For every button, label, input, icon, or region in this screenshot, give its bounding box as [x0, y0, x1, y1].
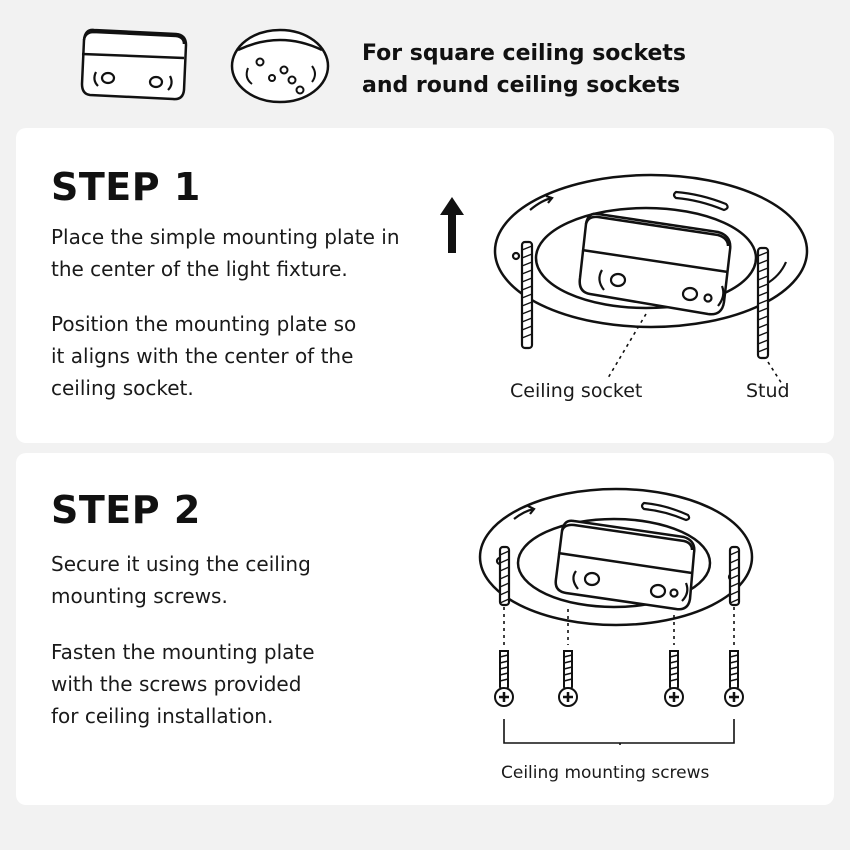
step-1-card: STEP 1 Place the simple mounting plate i…	[16, 128, 834, 443]
step-1-mounting-diagram	[493, 173, 809, 385]
step-2-screw-diagram	[478, 487, 754, 745]
step-1-instruction-1: Place the simple mounting plate in the c…	[51, 225, 400, 281]
header-line-2: and round ceiling sockets	[362, 73, 681, 98]
step-2-instruction-1: Secure it using the ceiling mounting scr…	[51, 552, 311, 608]
step-1-instruction-2: Position the mounting plate so it aligns…	[51, 312, 357, 400]
round-ceiling-socket-icon	[230, 28, 330, 104]
step-2-title: STEP 2	[51, 488, 201, 532]
square-ceiling-socket-icon	[80, 28, 188, 101]
ceiling-socket-label: Ceiling socket	[510, 380, 643, 402]
ceiling-mounting-screws-label: Ceiling mounting screws	[501, 763, 710, 783]
step-2-card: STEP 2 Secure it using the ceiling mount…	[16, 453, 834, 805]
header: For square ceiling sockets and round cei…	[0, 0, 850, 120]
header-line-1: For square ceiling sockets	[362, 41, 687, 66]
step-2-instruction-2: Fasten the mounting plate with the screw…	[51, 640, 315, 728]
up-arrow-icon	[440, 197, 464, 253]
stud-label: Stud	[746, 380, 790, 402]
screw-icons	[494, 650, 744, 707]
step-1-title: STEP 1	[51, 165, 201, 209]
header-caption: For square ceiling sockets and round cei…	[362, 38, 686, 102]
